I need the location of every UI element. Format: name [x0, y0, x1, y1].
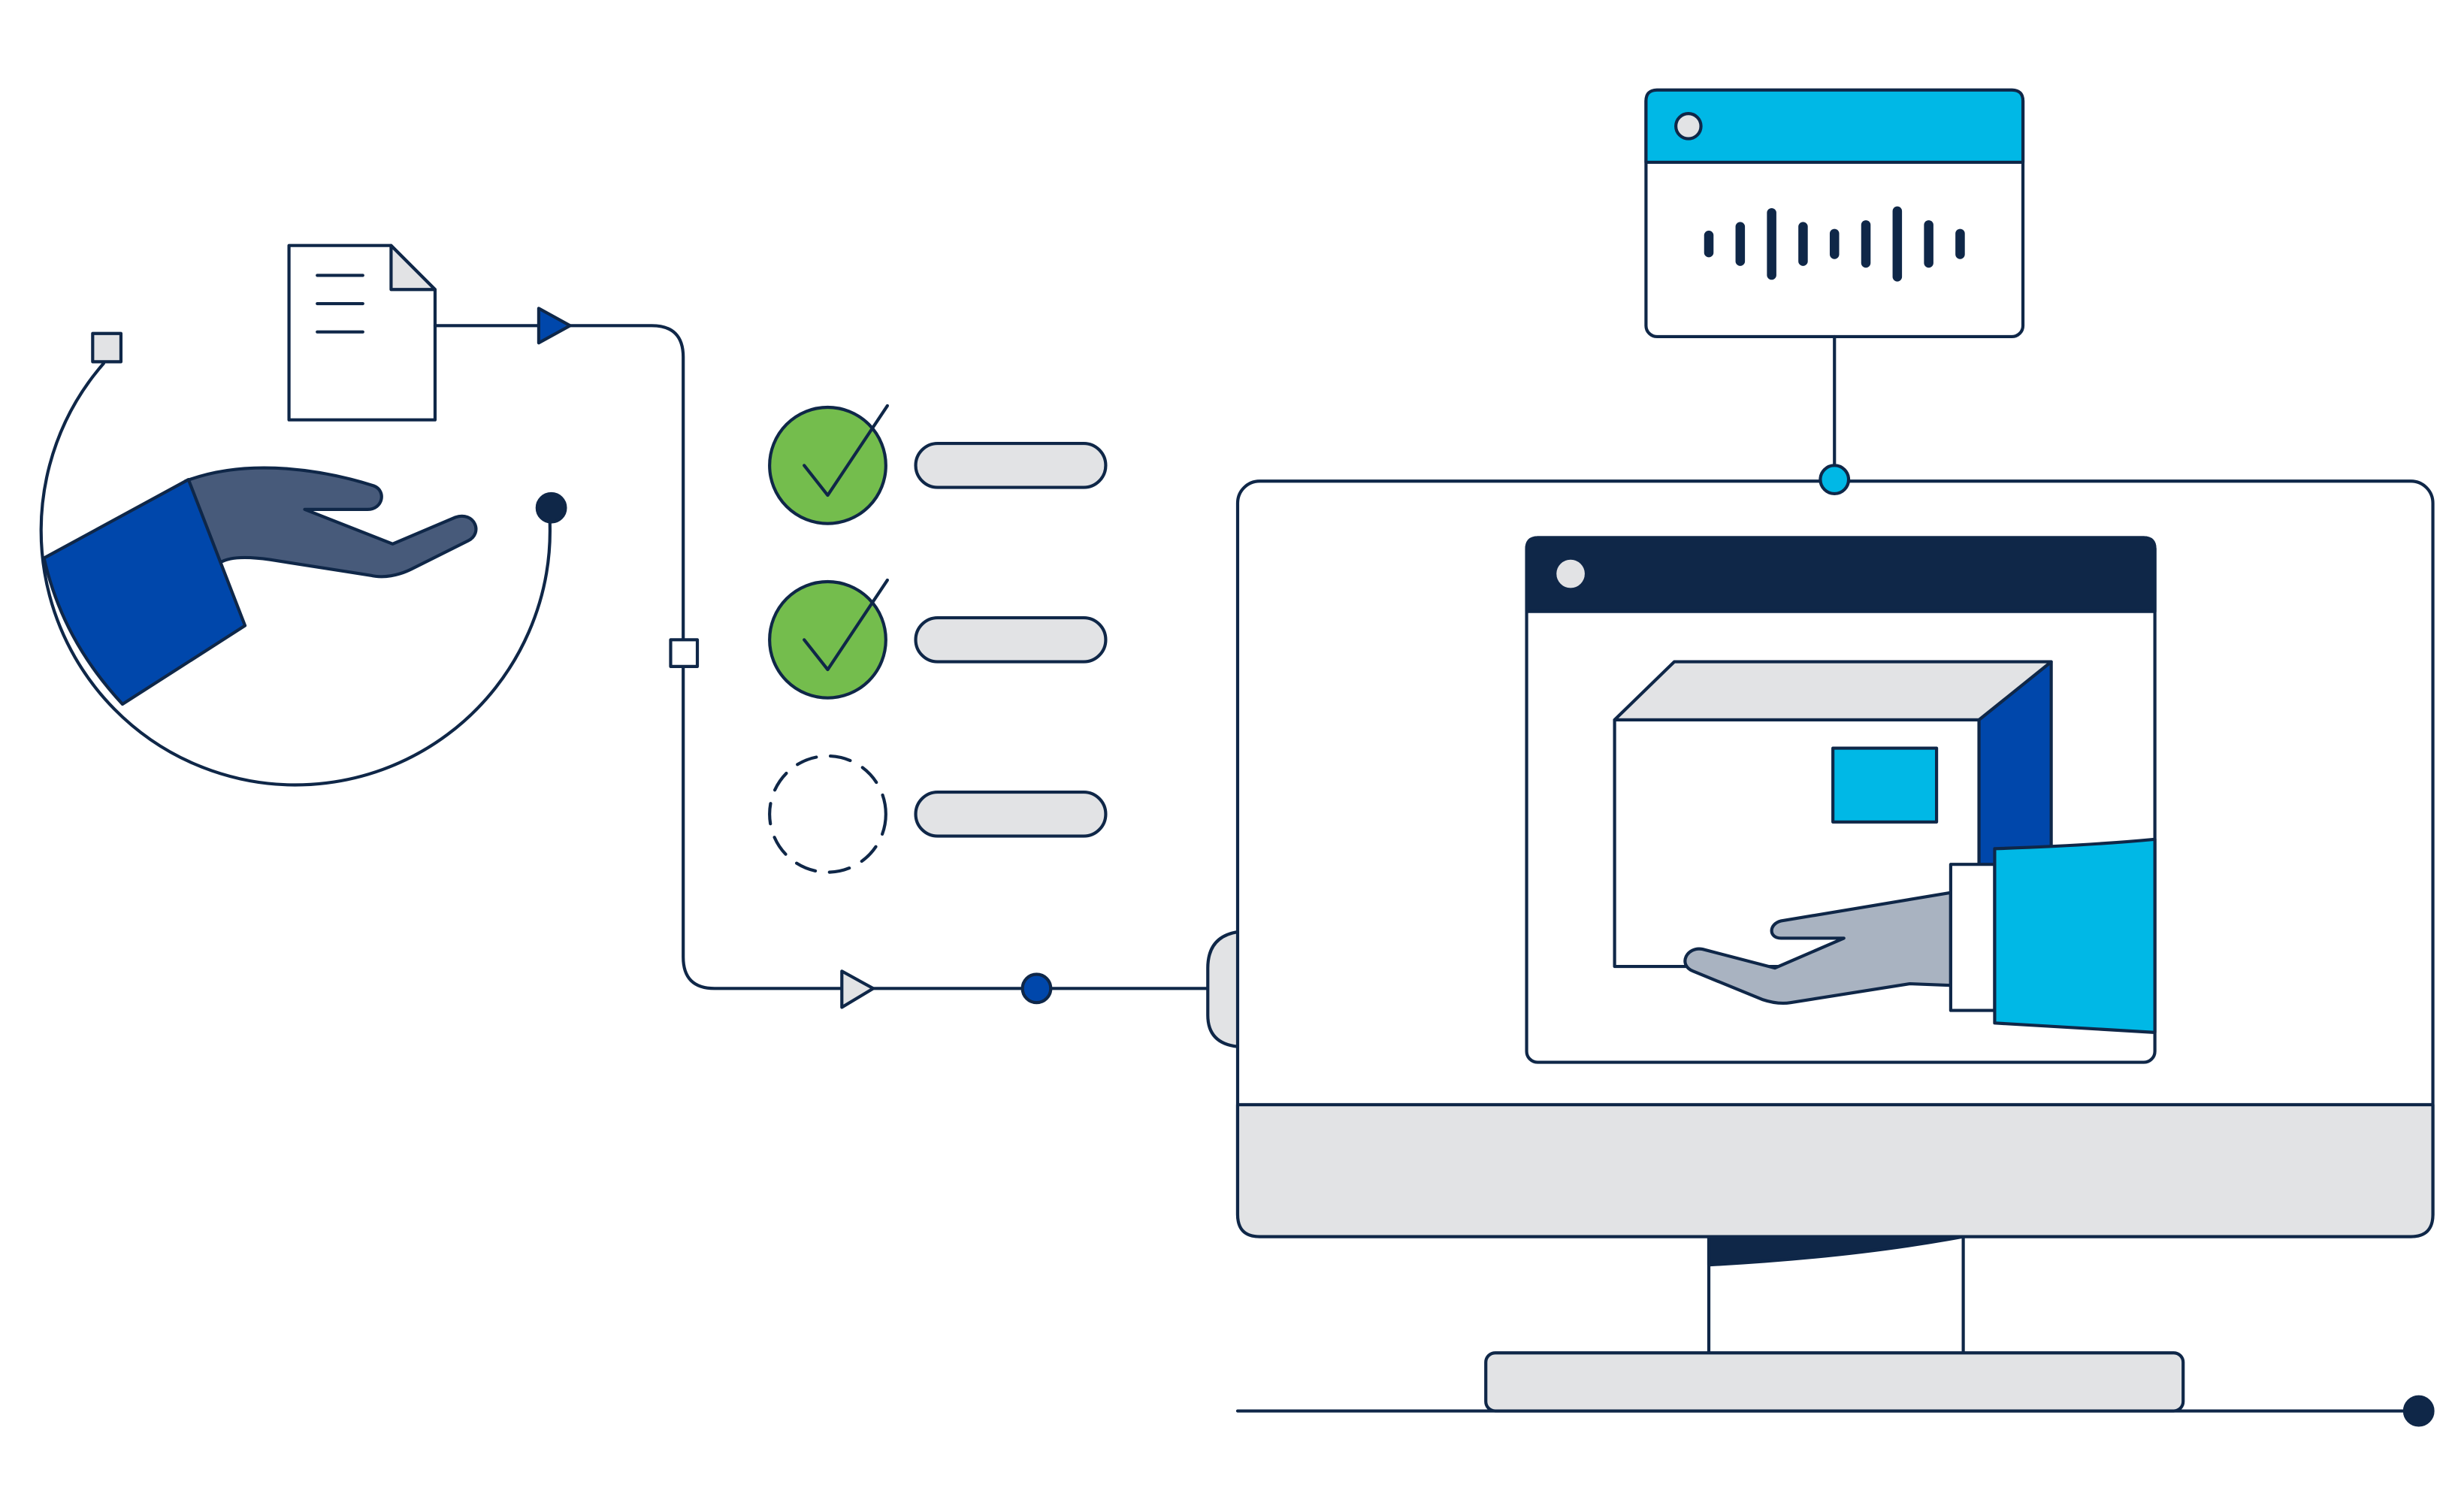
checklist-placeholder-bar	[914, 790, 1108, 838]
flow-arrow-top-icon	[537, 307, 572, 345]
audio-window-titlebar	[1644, 88, 2025, 165]
check-circle-icon	[768, 405, 887, 525]
audio-window-dot	[1674, 112, 1703, 141]
box-top	[1613, 660, 2053, 722]
ground-end-dot	[2402, 1395, 2435, 1427]
checklist-placeholder-bar	[914, 615, 1108, 664]
pending-circle-icon	[768, 754, 887, 874]
orbit-arc	[39, 361, 552, 787]
receiving-hand-group	[1683, 837, 2157, 1034]
offering-sleeve	[42, 478, 247, 706]
arc-end-dot	[535, 491, 567, 524]
receiving-cuff	[1949, 863, 1997, 1012]
flow-arrow-bottom-icon	[840, 969, 875, 1009]
check-circle-icon	[768, 579, 887, 700]
checklist-item	[768, 404, 1108, 525]
desktop-monitor-icon	[1235, 464, 2435, 1427]
monitor-neck-shadow	[1707, 1235, 1965, 1267]
arc-square-node	[91, 331, 123, 364]
document-fold	[389, 243, 437, 292]
checklist-placeholder-bar	[914, 441, 1108, 489]
monitor-top-node	[1819, 464, 1851, 496]
inner-window-dot	[1556, 559, 1585, 588]
checklist	[768, 404, 1108, 874]
document-icon	[287, 243, 437, 422]
receiving-hand	[1683, 891, 1952, 1005]
checklist-item	[768, 754, 1108, 874]
receiving-sleeve	[1993, 837, 2157, 1034]
monitor-side-port	[1206, 930, 1240, 1048]
flow-dot	[1020, 972, 1053, 1005]
monitor-base	[1484, 1351, 2185, 1413]
audio-waveform-window-icon	[1644, 88, 2025, 467]
box-label	[1831, 746, 1939, 824]
inner-window-titlebar	[1525, 536, 2157, 613]
checklist-item	[768, 578, 1108, 700]
checkmark-icon	[803, 404, 889, 497]
checkmark-icon	[803, 578, 889, 672]
waveform	[1704, 206, 1965, 282]
offering-hand	[183, 466, 478, 579]
offering-hand-group	[39, 331, 567, 787]
flow-square-node	[669, 638, 700, 668]
monitor-chin	[1235, 1102, 2435, 1238]
